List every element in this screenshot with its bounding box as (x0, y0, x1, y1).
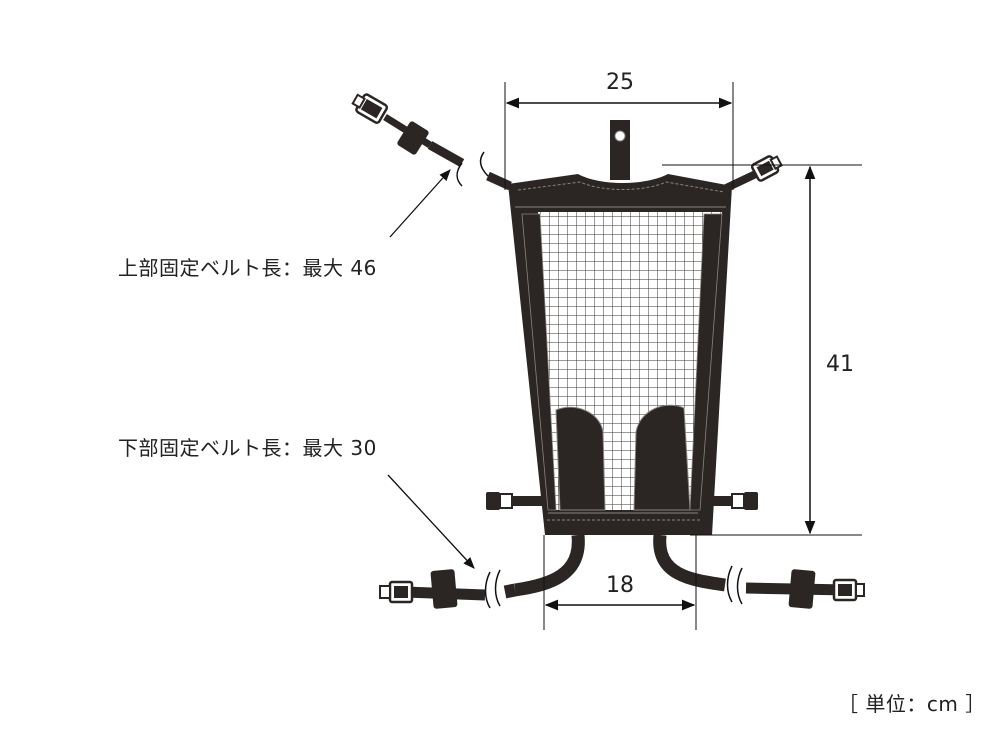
upper-belt-label: 上部固定ベルト長：最大 46 (118, 256, 377, 280)
top-width-value: 25 (606, 70, 634, 95)
unit-note: ［ 単位：cm ］ (838, 692, 986, 716)
top-tab (610, 120, 630, 180)
lower-belt-label: 下部固定ベルト長：最大 30 (118, 436, 377, 460)
bottom-width-value: 18 (606, 573, 634, 598)
carrier-body (508, 174, 732, 535)
lower-left-belt (379, 534, 585, 609)
lower-belt-leader (387, 474, 475, 569)
upper-left-belt (351, 93, 512, 191)
lower-right-belt (653, 534, 865, 609)
upper-belt-leader (389, 169, 451, 238)
dimension-bottom-width (543, 535, 697, 630)
height-value: 41 (826, 352, 854, 377)
dimension-height (662, 164, 862, 536)
middle-right-belt (700, 492, 758, 510)
middle-left-belt (486, 492, 545, 510)
upper-right-belt (720, 155, 783, 194)
dimension-top-width (504, 82, 734, 190)
